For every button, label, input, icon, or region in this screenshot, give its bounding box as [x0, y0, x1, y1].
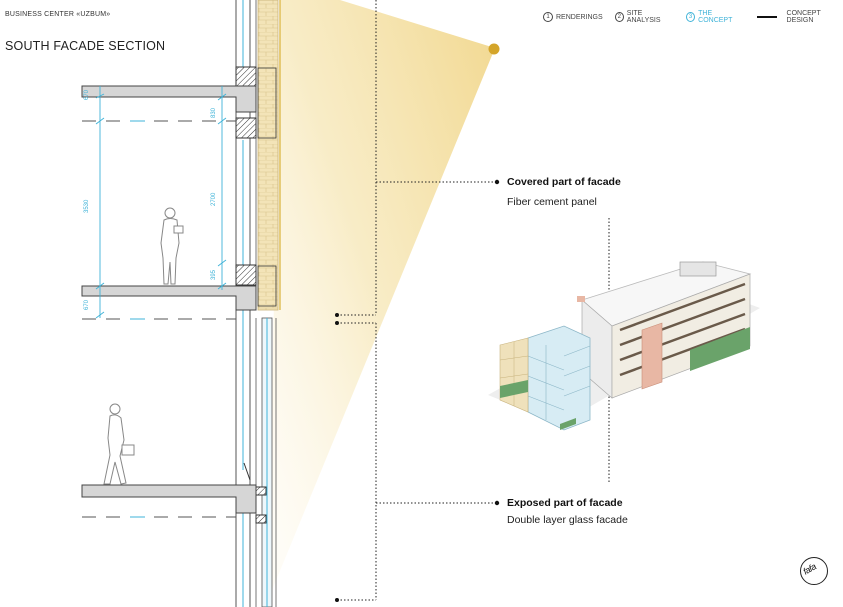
callout-exposed-subtitle: Double layer glass facade [507, 514, 628, 526]
dimension-glazing-height: 2700 [211, 192, 217, 206]
callout-covered-title: Covered part of facade [507, 176, 621, 188]
double-glass-facade [255, 317, 277, 607]
nav-section-label: CONCEPT DESIGN [786, 10, 821, 24]
building-axonometric [488, 261, 760, 431]
brand-title: BUSINESS CENTER «UZBUM» [5, 11, 111, 18]
sun-icon [488, 43, 500, 55]
floor-slabs [81, 85, 257, 514]
callout-covered-subtitle: Fiber cement panel [507, 196, 597, 208]
nav-label-the-concept: THE CONCEPT [698, 10, 733, 24]
top-nav: 1 RENDERINGS 2 SITE ANALYSIS 3 THE CONCE… [543, 10, 843, 24]
dimension-floor-height: 3530 [84, 199, 90, 213]
dimension-panel-top: 830 [211, 107, 217, 118]
nav-item-the-concept[interactable]: 3 THE CONCEPT [686, 10, 743, 24]
nav-label-site-analysis: SITE ANALYSIS [626, 10, 661, 24]
person-figure-walking [103, 403, 135, 485]
nav-item-renderings[interactable]: 1 RENDERINGS [543, 12, 603, 22]
logo-text: fafa [801, 561, 818, 577]
callout-exposed-title: Exposed part of facade [507, 497, 623, 509]
studio-logo[interactable]: fafa [800, 557, 828, 585]
person-figure-standing [160, 207, 184, 285]
dimension-lines [95, 86, 227, 319]
nav-label-renderings: RENDERINGS [556, 13, 603, 21]
nav-number-1: 1 [543, 12, 553, 22]
sunlight-beam [268, 0, 495, 600]
nav-number-3: 3 [686, 12, 696, 22]
fiber-cement-panel [257, 0, 279, 311]
callout-leaders [337, 0, 610, 601]
dimension-slab-top: 670 [84, 89, 90, 100]
dimension-slab-bottom: 670 [84, 299, 90, 310]
nav-item-site-analysis[interactable]: 2 SITE ANALYSIS [614, 10, 672, 24]
nav-number-2: 2 [614, 12, 624, 22]
dimension-panel-bottom: 395 [211, 269, 217, 280]
nav-separator-line [756, 16, 777, 18]
page-title: SOUTH FACADE SECTION [5, 39, 166, 53]
